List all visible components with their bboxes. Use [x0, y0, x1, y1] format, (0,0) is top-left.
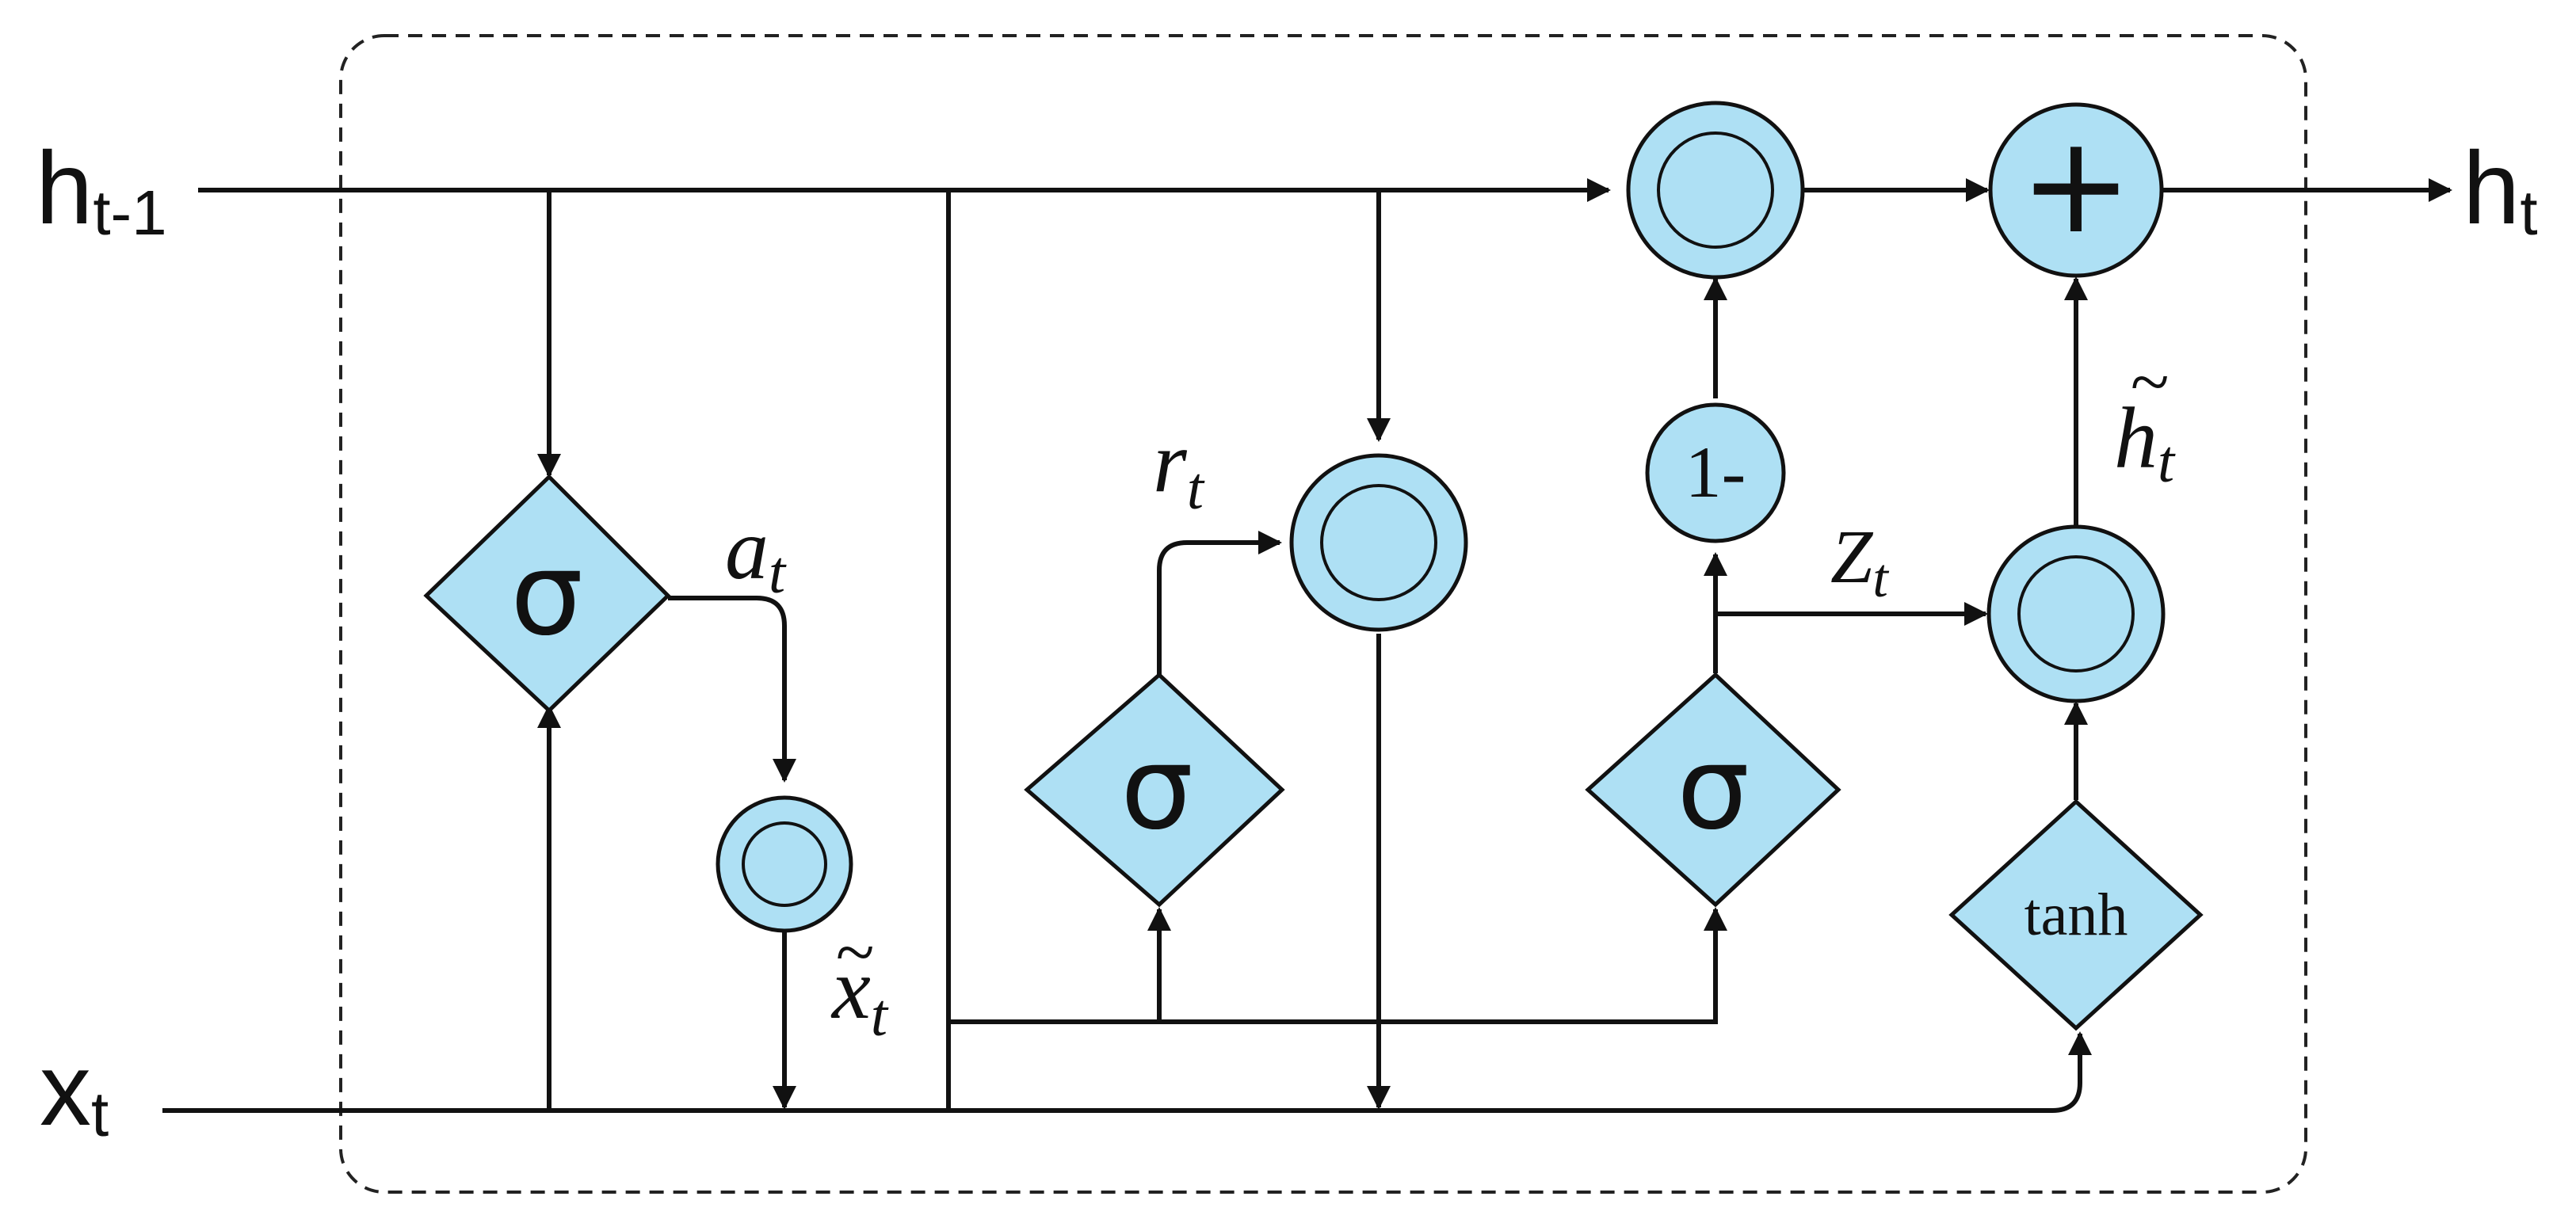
plus-shape: [1988, 102, 2164, 278]
a-t-main: a: [725, 501, 769, 597]
h-tilde-text: ht: [2114, 390, 2176, 495]
x-tilde-accent: ~: [835, 913, 874, 992]
sigma-z-gate: σ: [1585, 672, 1841, 908]
sigma-r-gate: σ: [1024, 672, 1285, 908]
r-t-label: rt: [1153, 413, 1205, 522]
x-tilde-text: xt: [830, 940, 889, 1049]
h-tilde-label: ~ ht: [2114, 343, 2176, 495]
attention-multiply-shape: [716, 795, 853, 933]
attention-multiply-ring: [742, 821, 827, 907]
sigma-a-shape: [423, 474, 671, 714]
a-t-label: at: [725, 501, 787, 606]
x-line: [162, 1031, 2092, 1113]
sigma-r-shape: [1024, 672, 1285, 908]
one-minus-label: 1-: [1685, 432, 1746, 512]
forget-multiply-node: [1626, 101, 1805, 280]
tanh-shape: [1948, 798, 2204, 1031]
sigma-a-gate: σ: [423, 474, 671, 714]
x-main: x: [40, 1031, 91, 1147]
reset-multiply-node: [1289, 453, 1468, 632]
nodes: σ σ σ 1-: [423, 101, 2204, 1031]
forget-multiply-shape: [1626, 101, 1805, 280]
update-multiply-shape: [1986, 524, 2166, 703]
tanh-gate: tanh: [1948, 798, 2204, 1031]
z-t-sub: t: [1872, 548, 1889, 609]
h-out-sub: t: [2520, 177, 2537, 248]
h-tilde-main: h: [2114, 390, 2158, 486]
x-tilde-main: x: [830, 940, 871, 1037]
update-multiply-node: [1986, 524, 2166, 703]
one-minus-shape: [1645, 402, 1786, 543]
cell-boundary: [339, 34, 2307, 1194]
r-to-mult: [1157, 531, 1282, 675]
z-t-label: Zt: [1830, 514, 1889, 609]
h-tilde-accent: ~: [2130, 343, 2169, 421]
x-sub: t: [91, 1079, 109, 1149]
sigma-z-symbol: σ: [1677, 722, 1750, 855]
h-out-main: h: [2463, 130, 2520, 246]
plus-symbol: +: [2020, 107, 2132, 264]
tanh-label: tanh: [2025, 882, 2128, 948]
reset-multiply-ring: [1320, 484, 1437, 601]
sigma-z-shape: [1585, 672, 1841, 908]
x-tilde-line: [948, 907, 1727, 1024]
sigma-a-symbol: σ: [510, 528, 583, 661]
h-out-label: ht: [2463, 130, 2538, 248]
forget-multiply-ring: [1657, 131, 1774, 249]
plus-node: +: [1988, 102, 2164, 278]
h-tilde-sub: t: [2158, 429, 2176, 495]
update-multiply-ring: [2017, 555, 2135, 672]
r-t-main: r: [1153, 413, 1188, 510]
sigma-r-symbol: σ: [1120, 722, 1193, 855]
one-minus-node: 1-: [1645, 402, 1786, 543]
reset-multiply-shape: [1289, 453, 1468, 632]
x-tilde-sub: t: [871, 982, 889, 1049]
z-t-main: Z: [1830, 514, 1874, 599]
r-t-sub: t: [1187, 455, 1205, 522]
a-t-sub: t: [769, 539, 787, 606]
wires: [162, 178, 2452, 1113]
x-tilde-label: ~ xt: [830, 913, 889, 1049]
h-prev-main: h: [36, 130, 93, 246]
h-prev-sub: t-1: [93, 177, 166, 248]
a-to-mult: [668, 596, 796, 783]
h-prev-label: ht-1: [36, 130, 167, 248]
attention-multiply-node: [716, 795, 853, 933]
x-label: xt: [40, 1031, 109, 1149]
